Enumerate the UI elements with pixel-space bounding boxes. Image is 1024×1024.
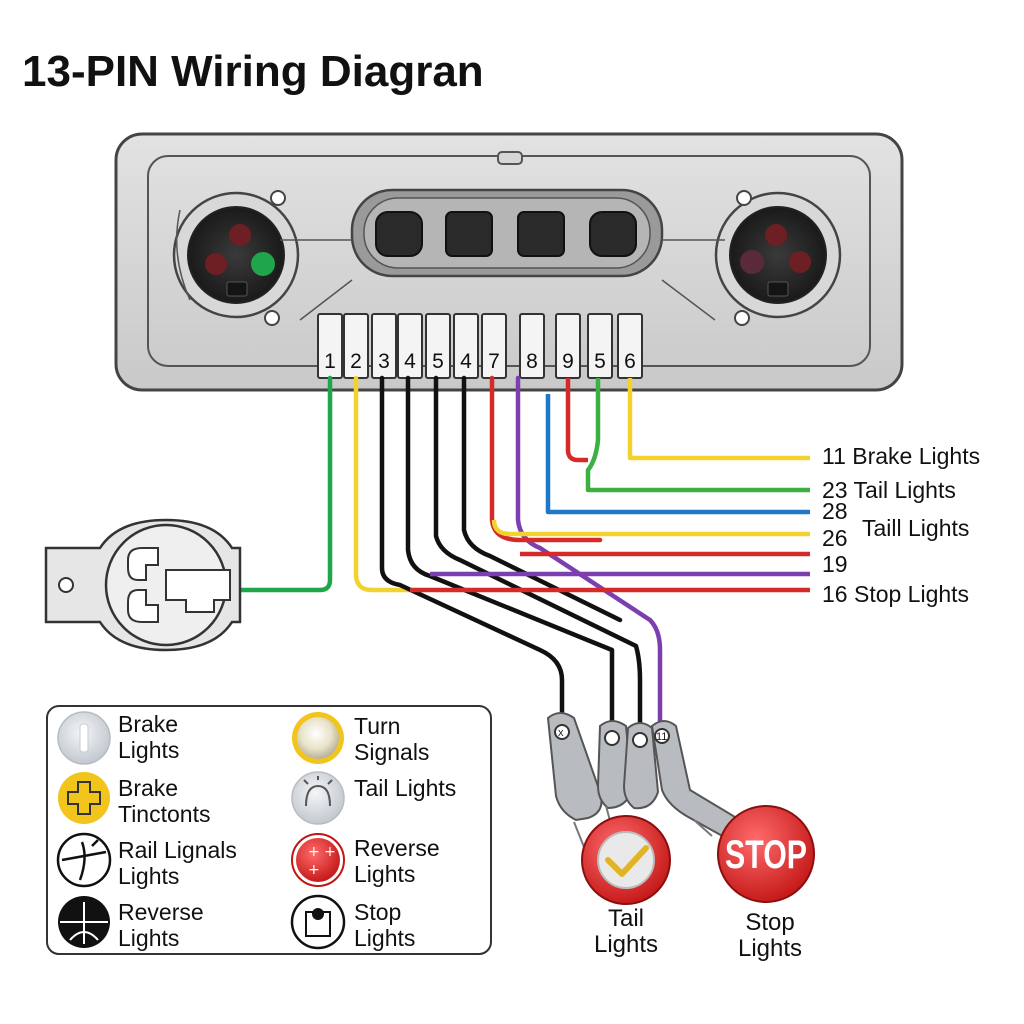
- check-icon: [605, 845, 649, 877]
- stop-light-bulb: STOP Stop Lights: [717, 805, 815, 962]
- legend-label: Signals: [354, 739, 429, 765]
- legend-item-turn-signals: Turn Signals: [292, 712, 429, 765]
- pin-number: 2: [350, 350, 362, 373]
- tail-light-bulb: Tail Lights: [581, 815, 671, 958]
- output-wire: [585, 378, 810, 493]
- legend-label: Lights: [118, 863, 179, 889]
- output-label: 16 Stop Lights: [822, 581, 969, 607]
- svg-text:+ +: + +: [308, 844, 336, 860]
- rail-lignals-icon: [56, 832, 112, 888]
- wire-yellow-pin2: [353, 375, 413, 593]
- legend-item-reverse-lights-black: Reverse Lights: [58, 896, 204, 951]
- pin-number: 1: [324, 350, 336, 373]
- ground-plug: [44, 518, 242, 652]
- legend-label: Lights: [118, 925, 179, 951]
- legend-label: Tail Lights: [354, 775, 456, 801]
- legend-item-rail-lignals: Rail Lignals Lights: [56, 832, 237, 889]
- output-label: 11 Brake Lights: [822, 443, 980, 469]
- reverse-lights-red-icon: + + +: [291, 833, 345, 887]
- connector-housing: [114, 132, 904, 392]
- brake-lights-icon: [57, 711, 111, 765]
- wire-harness: [235, 375, 663, 739]
- output-wire: [627, 378, 810, 461]
- page-title: 13-PIN Wiring Diagran: [22, 47, 484, 96]
- legend-item-reverse-lights-red: + + + Reverse Lights: [291, 833, 440, 887]
- legend: Brake Lights Turn Signals Brake Tinctont…: [46, 705, 492, 955]
- pin-number: 6: [624, 350, 636, 373]
- pin-number: 3: [378, 350, 390, 373]
- tail-lights-icon: [291, 771, 345, 825]
- stop-label-line1: Stop: [745, 909, 794, 936]
- wire-black-pin5: [433, 375, 643, 739]
- reverse-lights-black-icon: [58, 896, 110, 948]
- brake-tinctonts-icon: [58, 772, 110, 824]
- connector-tag-x: x: [558, 727, 564, 739]
- tail-label-line2: Lights: [594, 931, 658, 958]
- legend-label: Reverse: [354, 835, 440, 861]
- legend-item-brake-lights: Brake Lights: [57, 711, 179, 765]
- legend-label: Lights: [354, 861, 415, 887]
- output-label: Taill Lights: [862, 515, 969, 541]
- stop-sign-text: STOP: [725, 833, 807, 877]
- legend-label: Brake: [118, 711, 178, 737]
- output-wire: [545, 394, 810, 515]
- legend-label: Brake: [118, 775, 178, 801]
- wire-purple-pin7b: [515, 375, 663, 737]
- legend-label: Stop: [354, 899, 401, 925]
- pin-number: 4: [404, 350, 416, 373]
- legend-item-stop-lights: Stop Lights: [290, 894, 415, 951]
- turn-signals-icon: [292, 712, 344, 764]
- stop-label-line2: Lights: [738, 935, 802, 962]
- legend-label: Rail Lignals: [118, 837, 237, 863]
- svg-text:+: +: [308, 862, 320, 878]
- legend-item-tail-lights: Tail Lights: [291, 771, 456, 825]
- pin-number: 4: [460, 350, 472, 373]
- pin-number: 7: [488, 350, 500, 373]
- legend-label: Turn: [354, 713, 400, 739]
- wire-black-pin4b: [461, 375, 623, 623]
- wire-black-pin4: [405, 375, 615, 735]
- legend-label: Tinctonts: [118, 801, 210, 827]
- connector-tag-11: 11: [656, 731, 667, 743]
- legend-item-brake-tinctonts: Brake Tinctonts: [58, 772, 210, 827]
- pin-number: 8: [526, 350, 538, 373]
- output-label: 26: [822, 525, 848, 551]
- legend-label: Lights: [118, 737, 179, 763]
- bulb-connectors: x 11: [546, 712, 742, 853]
- left-socket: [172, 190, 300, 326]
- center-receptacle: [280, 188, 725, 321]
- right-socket: [714, 190, 842, 326]
- pin-number: 5: [594, 350, 606, 373]
- tail-label-line1: Tail: [608, 905, 644, 932]
- wire-black-pin3: [379, 375, 565, 733]
- wire-green-ground: [235, 375, 333, 593]
- output-wire: [491, 519, 810, 537]
- output-label: 23 Tail Lights: [822, 477, 956, 503]
- pin-number: 5: [432, 350, 444, 373]
- output-label: 28: [822, 498, 848, 524]
- wire-red-pin9: [565, 378, 588, 463]
- legend-label: Reverse: [118, 899, 204, 925]
- pin-number: 9: [562, 350, 574, 373]
- stop-lights-icon: [290, 894, 346, 950]
- legend-label: Lights: [354, 925, 415, 951]
- output-label: 19: [822, 551, 848, 577]
- pin-terminal: [519, 313, 545, 379]
